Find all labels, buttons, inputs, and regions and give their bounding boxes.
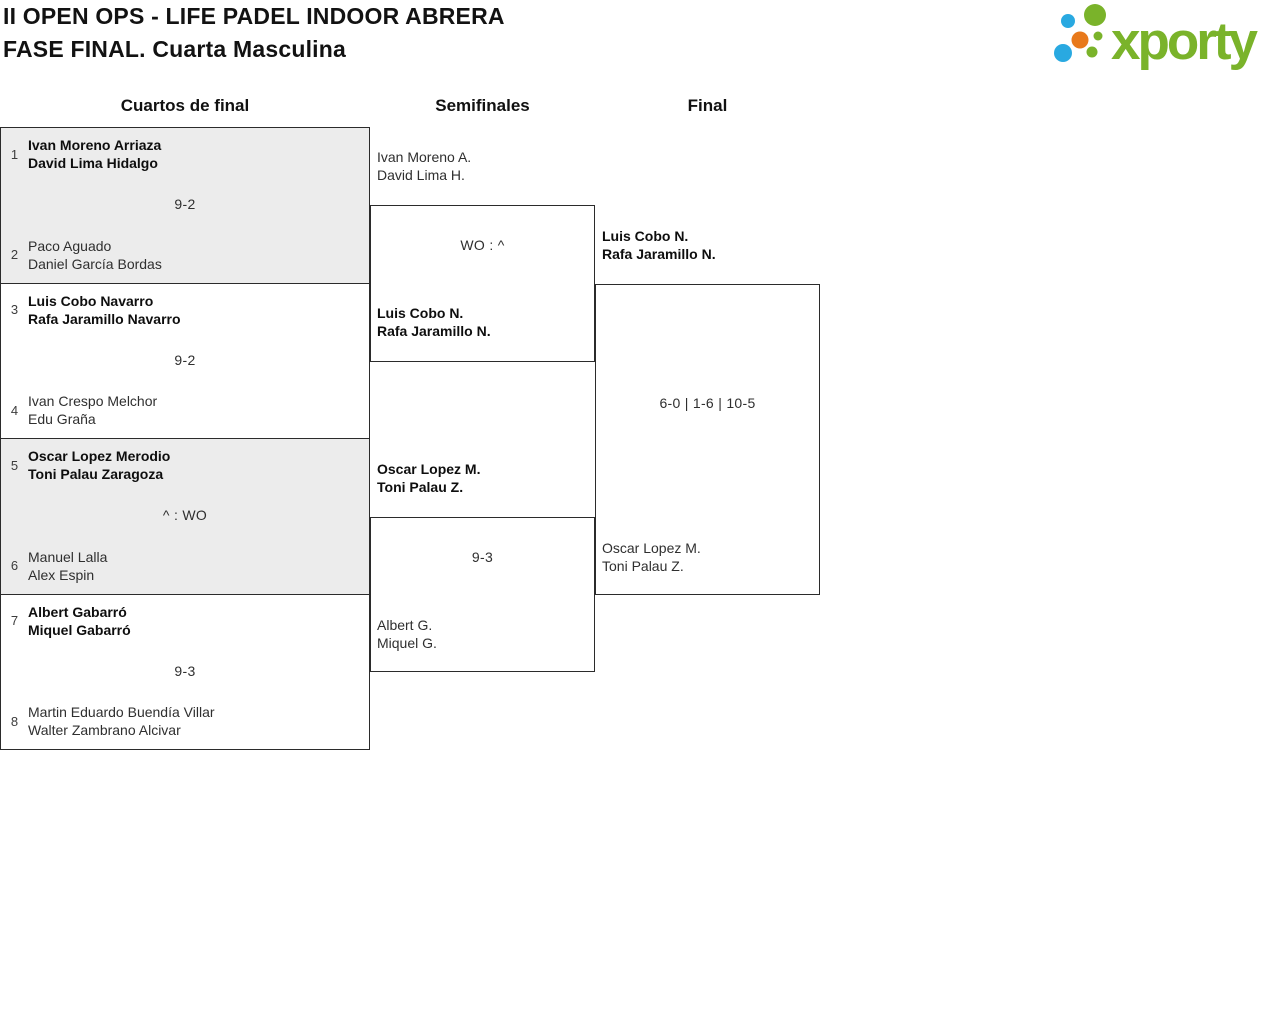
player-name: Rafa Jaramillo N. — [602, 246, 716, 262]
seed-number: 7 — [10, 613, 19, 628]
player-name: Toni Palau Zaragoza — [28, 466, 164, 482]
qf-match-2: 3 Luis Cobo Navarro Rafa Jaramillo Navar… — [1, 282, 369, 439]
page-title-line2: FASE FINAL. Cuarta Masculina — [3, 36, 346, 62]
team-names: Ivan Moreno Arriaza David Lima Hidalgo — [28, 136, 161, 172]
team-row: 7 Albert Gabarró Miquel Gabarró — [1, 603, 369, 639]
round-header-semifinals: Semifinales — [435, 96, 530, 115]
player-name: Luis Cobo Navarro — [28, 292, 154, 309]
sf1-team-bottom: Luis Cobo N. Rafa Jaramillo N. — [377, 304, 491, 340]
logo-dot-green-small-bottom — [1086, 46, 1098, 58]
team-row: 4 Ivan Crespo Melchor Edu Graña — [1, 392, 369, 428]
team-names: Paco Aguado Daniel García Bordas — [28, 237, 162, 273]
player-name: Luis Cobo N. — [602, 228, 689, 244]
quarterfinals-column: 1 Ivan Moreno Arriaza David Lima Hidalgo… — [0, 127, 370, 750]
team-row: 8 Martin Eduardo Buendía Villar Walter Z… — [1, 703, 369, 739]
final-match-box: 6-0 | 1-6 | 10-5 — [595, 284, 820, 595]
player-name: David Lima Hidalgo — [28, 155, 158, 171]
player-name: Miquel Gabarró — [28, 621, 131, 638]
page-title-line1: II OPEN OPS - LIFE PADEL INDOOR ABRERA — [3, 3, 505, 29]
xporty-logo: xporty — [1054, 4, 1262, 71]
player-name: Albert Gabarró — [28, 603, 127, 620]
seed-number: 4 — [10, 402, 19, 418]
team-names: Ivan Crespo Melchor Edu Graña — [28, 392, 157, 428]
player-name: Walter Zambrano Alcivar — [28, 722, 181, 738]
team-names: Albert Gabarró Miquel Gabarró — [28, 603, 131, 639]
sf1-match-box: WO : ^ — [370, 205, 595, 362]
player-name: Martin Eduardo Buendía Villar — [28, 704, 215, 720]
player-name: Oscar Lopez Merodio — [28, 448, 171, 464]
final-score: 6-0 | 1-6 | 10-5 — [659, 395, 756, 411]
team-row: 1 Ivan Moreno Arriaza David Lima Hidalgo — [1, 136, 369, 172]
player-name: Daniel García Bordas — [28, 255, 162, 272]
logo-dot-green-small-right — [1093, 31, 1103, 41]
match-score: ^ : WO — [162, 507, 208, 524]
player-name: Luis Cobo N. — [377, 305, 464, 321]
player-name: Ivan Moreno A. — [377, 149, 472, 165]
qf-match-4: 7 Albert Gabarró Miquel Gabarró 9-3 8 Ma… — [1, 593, 369, 750]
round-header-quarterfinals: Cuartos de final — [120, 96, 250, 115]
sf1-team-top: Ivan Moreno A. David Lima H. — [377, 148, 471, 184]
player-name: Rafa Jaramillo N. — [377, 323, 491, 339]
team-row: 2 Paco Aguado Daniel García Bordas — [1, 237, 369, 273]
sf2-team-bottom: Albert G. Miquel G. — [377, 616, 437, 652]
seed-number: 3 — [10, 302, 19, 317]
seed-number: 2 — [10, 247, 19, 262]
seed-number: 5 — [10, 457, 19, 473]
final-team-top: Luis Cobo N. Rafa Jaramillo N. — [602, 227, 716, 263]
page-title: II OPEN OPS - LIFE PADEL INDOOR ABRERA F… — [3, 0, 505, 66]
logo-wordmark: xporty — [1111, 12, 1259, 71]
player-name: Miquel G. — [377, 635, 437, 651]
seed-number: 1 — [10, 146, 19, 162]
team-names: Manuel Lalla Alex Espin — [28, 548, 107, 584]
sf1-score: WO : ^ — [460, 237, 505, 253]
logo-dot-blue-bottom — [1054, 44, 1072, 62]
player-name: Rafa Jaramillo Navarro — [28, 310, 181, 327]
match-score: 9-3 — [174, 662, 196, 679]
player-name: David Lima H. — [377, 167, 465, 183]
player-name: Ivan Moreno Arriaza — [28, 137, 162, 153]
logo-dot-green-large — [1084, 4, 1106, 26]
player-name: Alex Espin — [28, 566, 95, 583]
seed-number: 8 — [10, 713, 19, 729]
seed-number: 6 — [10, 558, 19, 573]
final-team-bottom: Oscar Lopez M. Toni Palau Z. — [602, 539, 701, 575]
player-name: Ivan Crespo Melchor — [28, 393, 158, 409]
sf2-match-box: 9-3 — [370, 517, 595, 672]
player-name: Albert G. — [377, 617, 433, 633]
player-name: Toni Palau Z. — [377, 479, 464, 495]
team-row: 3 Luis Cobo Navarro Rafa Jaramillo Navar… — [1, 292, 369, 328]
player-name: Toni Palau Z. — [602, 558, 684, 574]
player-name: Paco Aguado — [28, 237, 112, 254]
sf2-score: 9-3 — [471, 549, 494, 565]
qf-match-1: 1 Ivan Moreno Arriaza David Lima Hidalgo… — [1, 128, 369, 283]
team-row: 6 Manuel Lalla Alex Espin — [1, 548, 369, 584]
player-name: Oscar Lopez M. — [377, 461, 481, 477]
logo-dot-blue-top — [1061, 14, 1075, 28]
team-names: Luis Cobo Navarro Rafa Jaramillo Navarro — [28, 292, 181, 328]
logo-dot-orange — [1071, 31, 1089, 49]
player-name: Edu Graña — [28, 411, 96, 427]
player-name: Oscar Lopez M. — [602, 540, 701, 556]
team-names: Martin Eduardo Buendía Villar Walter Zam… — [28, 703, 215, 739]
qf-match-3: 5 Oscar Lopez Merodio Toni Palau Zaragoz… — [1, 438, 369, 594]
round-header-final: Final — [687, 96, 728, 115]
player-name: Manuel Lalla — [28, 548, 108, 565]
match-score: 9-2 — [174, 351, 196, 368]
match-score: 9-2 — [174, 196, 196, 213]
sf2-team-top: Oscar Lopez M. Toni Palau Z. — [377, 460, 480, 496]
team-row: 5 Oscar Lopez Merodio Toni Palau Zaragoz… — [1, 447, 369, 483]
team-names: Oscar Lopez Merodio Toni Palau Zaragoza — [28, 447, 170, 483]
